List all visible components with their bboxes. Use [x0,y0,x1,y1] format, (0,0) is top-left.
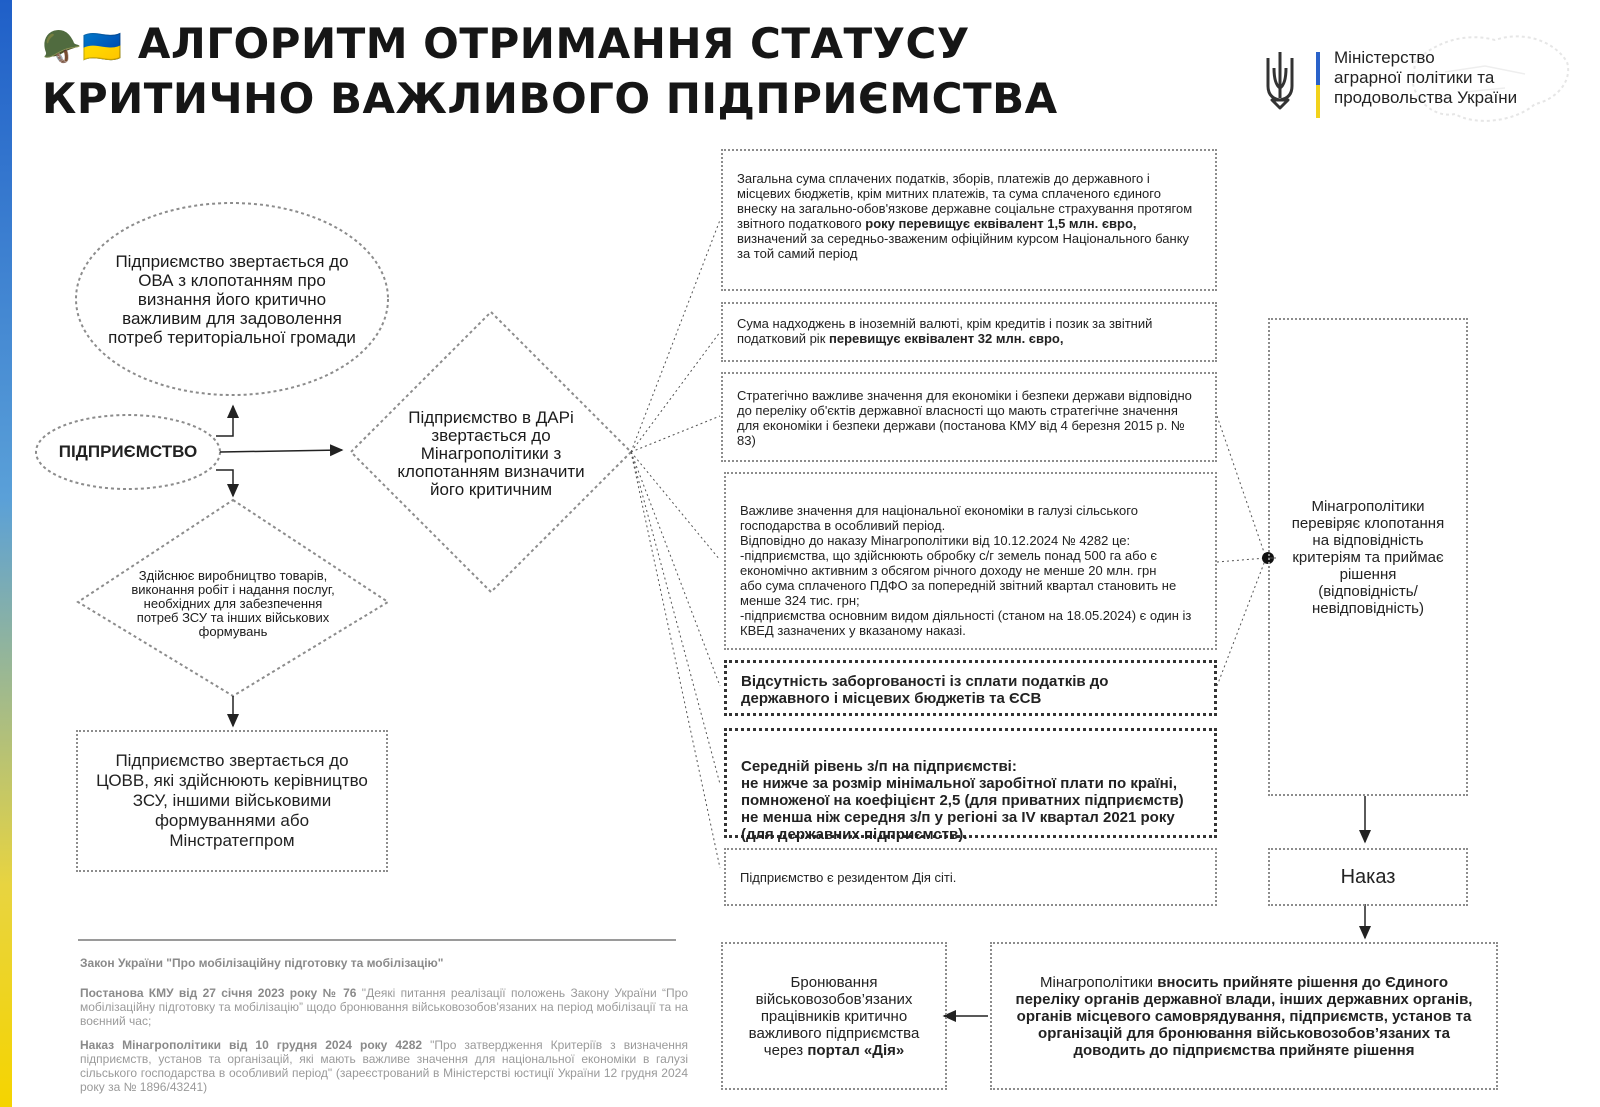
criterion-diia-city-text: Підприємство є резидентом Дія сіті. [740,870,957,885]
criterion-no-debt-box: Відсутність заборгованості із сплати под… [724,660,1217,716]
ministry-logo: Міністерство аграрної політики та продов… [1262,48,1574,120]
ova-request-node: Підприємство звертається до ОВА з клопот… [108,228,356,370]
ministry-check-node: Мінагрополітики перевіряє клопотання на … [1268,318,1468,796]
order-node: Наказ [1268,848,1468,906]
booking-text: Бронювання військовозобов’язаних працівн… [737,974,931,1059]
decision-node: Мінагрополітики вносить прийняте рішення… [990,942,1498,1090]
criterion-salary-text: Середній рівень з/п на підприємстві: не … [741,758,1184,843]
dari-request-node: Підприємство в ДАРі звертається до Мінаг… [396,398,586,510]
footnote-law: Закон України "Про мобілізаційну підгото… [80,956,688,970]
criterion-strategic-box: Стратегічно важливе значення для економі… [721,372,1217,462]
booking-node: Бронювання військовозобов’язаних працівн… [721,942,947,1090]
side-color-stripe [0,0,12,1107]
criterion-no-debt-text: Відсутність заборгованості із сплати под… [741,673,1109,707]
footnote-order-title: Наказ Мінагрополітики від 10 грудня 2024… [80,1038,423,1052]
title-line-2: КРИТИЧНО ВАЖЛИВОГО ПІДПРИЄМСТВА [42,73,1058,123]
order-text: Наказ [1340,865,1396,888]
page-title: 🪖🇺🇦 АЛГОРИТМ ОТРИМАННЯ СТАТУСУ КРИТИЧНО … [42,18,1058,125]
dari-request-text: Підприємство в ДАРі звертається до Мінаг… [397,408,585,499]
decision-text: Мінагрополітики вносить прийняте рішення… [1010,974,1478,1059]
criterion-taxes-text: Загальна сума сплачених податків, зборів… [737,171,1193,231]
enterprise-node: ПІДПРИЄМСТВО [38,432,218,472]
ukraine-map-icon [1411,35,1570,122]
criterion-salary-box: Середній рівень з/п на підприємстві: не … [724,728,1217,843]
criterion-taxes-box: Загальна сума сплачених податків, зборів… [721,149,1217,291]
decision-bold: вносить прийняте рішення до Єдиного пере… [1015,973,1473,1059]
footnote-law-text: Закон України "Про мобілізаційну підгото… [80,956,444,970]
criterion-agriculture-box: Важливе значення для національної економ… [724,472,1217,650]
criterion-currency-box: Сума надходжень в іноземній валюті, крім… [721,302,1217,362]
footnote-resolution: Постанова КМУ від 27 січня 2023 року № 7… [80,986,688,1028]
tsovv-request-node: Підприємство звертається до ЦОВВ, які зд… [76,730,388,872]
criterion-currency-text: Сума надходжень в іноземній валюті, крім… [737,316,1153,346]
ministry-name: Міністерство аграрної політики та продов… [1334,48,1518,107]
booking-portal-link: портал «Дія» [807,1041,905,1059]
criterion-strategic-text: Стратегічно важливе значення для економі… [737,388,1192,448]
enterprise-label: ПІДПРИЄМСТВО [58,442,198,461]
footnote-order: Наказ Мінагрополітики від 10 грудня 2024… [80,1038,688,1094]
flag-bar [1316,52,1320,118]
criterion-agriculture-text: Важливе значення для національної економ… [740,503,1192,638]
ova-ellipse-shape [75,202,389,396]
ova-request-text: Підприємство звертається до ОВА з клопот… [108,251,356,347]
footnote-divider [78,939,676,941]
helmet-flag-icon: 🪖🇺🇦 [42,27,123,66]
criterion-taxes-tail: визначений за середньо-зваженим офіційни… [737,231,1190,261]
criterion-currency-bold: перевищує еквівалент 32 млн. євро, [829,331,1064,346]
footnote-order-text: "Про затвердження Критеріїв з визначення… [80,1038,689,1094]
booking-text-main: Бронювання військовозобов’язаних працівн… [748,973,920,1059]
ministry-check-text: Мінагрополітики перевіряє клопотання на … [1291,497,1445,617]
footnote-resolution-title: Постанова КМУ від 27 січня 2023 року № 7… [80,986,357,1000]
production-condition-text: Здійснює виробництво товарів, виконання … [131,568,335,639]
decision-prefix: Мінагрополітики [1040,973,1158,991]
title-line-1: АЛГОРИТМ ОТРИМАННЯ СТАТУСУ [137,19,970,68]
tsovv-request-text: Підприємство звертається до ЦОВВ, які зд… [96,751,368,850]
criterion-taxes-bold: року перевищує еквівалент 1,5 млн. євро, [865,216,1137,231]
criterion-diia-city-box: Підприємство є резидентом Дія сіті. [724,848,1217,906]
production-condition-node: Здійснює виробництво товарів, виконання … [126,556,340,652]
dari-diamond-shape [349,310,633,594]
footnote-resolution-text: "Деякі питання реалізації положень Закон… [80,986,689,1028]
trident-icon [1266,52,1294,110]
